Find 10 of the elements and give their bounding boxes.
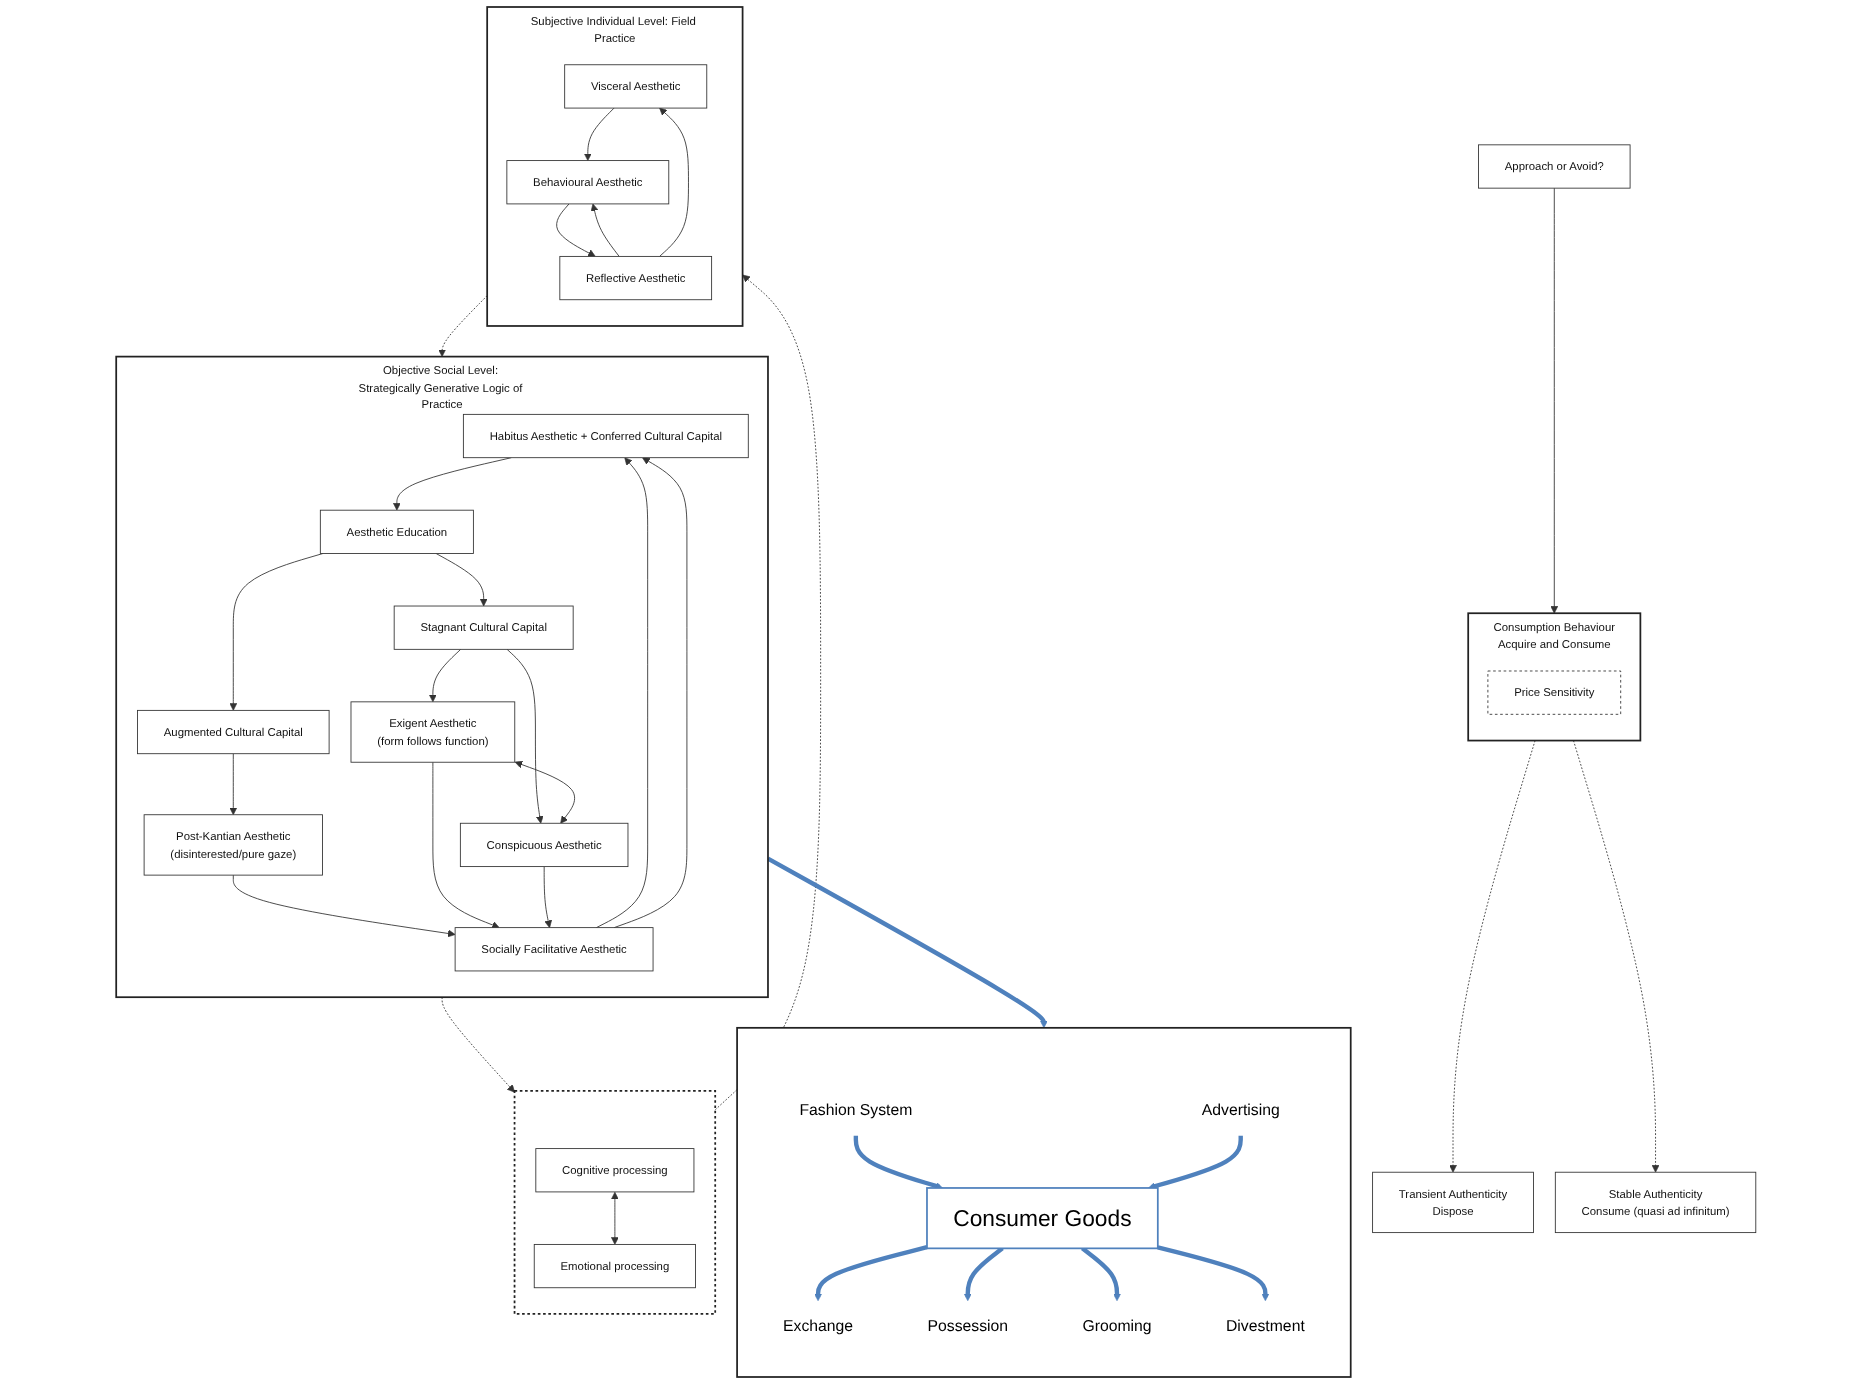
node-box: Consumer Goods [926,1187,1159,1250]
cluster [736,1026,1352,1378]
cluster [513,1089,717,1315]
arrow [1148,1135,1243,1190]
arrow [1157,1245,1270,1302]
arrow [766,856,1048,1029]
arrow [853,1135,943,1190]
arrow [963,1246,1004,1302]
arrow [1081,1246,1121,1302]
arrow [814,1245,928,1302]
